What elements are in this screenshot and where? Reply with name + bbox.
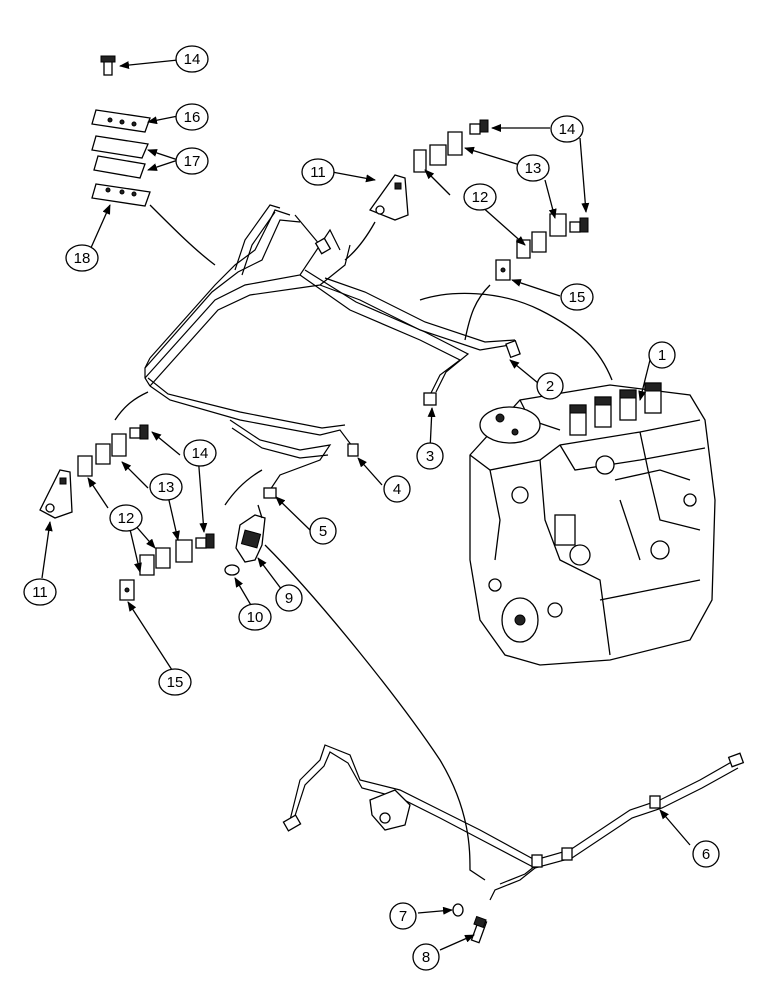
svg-text:6: 6 <box>702 846 710 863</box>
callout-13-top: 13 <box>516 154 550 182</box>
svg-text:11: 11 <box>32 584 48 601</box>
callout-1: 1 <box>648 341 676 369</box>
callout-11-left: 11 <box>23 578 57 606</box>
svg-text:15: 15 <box>569 289 586 306</box>
svg-text:14: 14 <box>559 121 576 138</box>
callout-12-left: 12 <box>109 504 143 532</box>
svg-text:12: 12 <box>472 189 489 206</box>
callout-12-top: 12 <box>463 183 497 211</box>
svg-text:9: 9 <box>285 590 293 607</box>
svg-text:2: 2 <box>546 378 554 395</box>
svg-text:3: 3 <box>426 448 434 465</box>
svg-text:10: 10 <box>247 609 264 626</box>
injection-pump <box>469 382 716 666</box>
svg-text:13: 13 <box>158 479 175 496</box>
callout-13-left: 13 <box>149 473 183 501</box>
svg-text:11: 11 <box>310 164 326 181</box>
svg-text:16: 16 <box>184 109 201 126</box>
svg-text:12: 12 <box>118 510 135 527</box>
svg-text:5: 5 <box>319 523 327 540</box>
svg-text:8: 8 <box>422 949 430 966</box>
callout-14-right: 14 <box>550 115 584 143</box>
svg-text:14: 14 <box>192 445 209 462</box>
callout-14-top: 14 <box>175 45 209 73</box>
svg-text:7: 7 <box>399 908 407 925</box>
callout-15-top: 15 <box>560 283 594 311</box>
leader-lines <box>41 59 691 951</box>
callout-11-top: 11 <box>301 158 335 186</box>
svg-text:15: 15 <box>167 674 184 691</box>
banjo-bolt-and-washer <box>452 903 488 944</box>
injector-nozzle <box>235 504 266 563</box>
callout-16: 16 <box>175 103 209 131</box>
callout-9: 9 <box>275 584 303 612</box>
callouts: 1 2 3 4 5 6 7 8 9 10 11 11 12 12 13 13 1… <box>23 45 720 971</box>
clip-group-left <box>77 391 263 601</box>
callout-7: 7 <box>389 902 417 930</box>
clip-group-top-right <box>413 119 589 341</box>
callout-17: 17 <box>175 147 209 175</box>
callout-8: 8 <box>412 943 440 971</box>
callout-10: 10 <box>238 603 272 631</box>
callout-4: 4 <box>383 475 411 503</box>
svg-text:18: 18 <box>74 250 91 267</box>
svg-text:17: 17 <box>184 153 201 170</box>
clamp-stack-top-left <box>91 55 216 266</box>
svg-text:14: 14 <box>184 51 201 68</box>
bracket-top <box>344 174 409 261</box>
callout-3: 3 <box>416 442 444 470</box>
callout-5: 5 <box>309 517 337 545</box>
callout-15-left: 15 <box>158 668 192 696</box>
callout-18: 18 <box>65 244 99 272</box>
sealing-washer <box>224 564 240 576</box>
svg-text:13: 13 <box>525 160 542 177</box>
bracket-left <box>39 469 73 519</box>
callout-14-left: 14 <box>183 439 217 467</box>
svg-text:4: 4 <box>393 481 401 498</box>
leak-off-line <box>264 544 745 901</box>
callout-6: 6 <box>692 840 720 868</box>
svg-text:1: 1 <box>658 347 666 364</box>
injection-pipes <box>144 204 613 499</box>
callout-2: 2 <box>536 372 564 400</box>
